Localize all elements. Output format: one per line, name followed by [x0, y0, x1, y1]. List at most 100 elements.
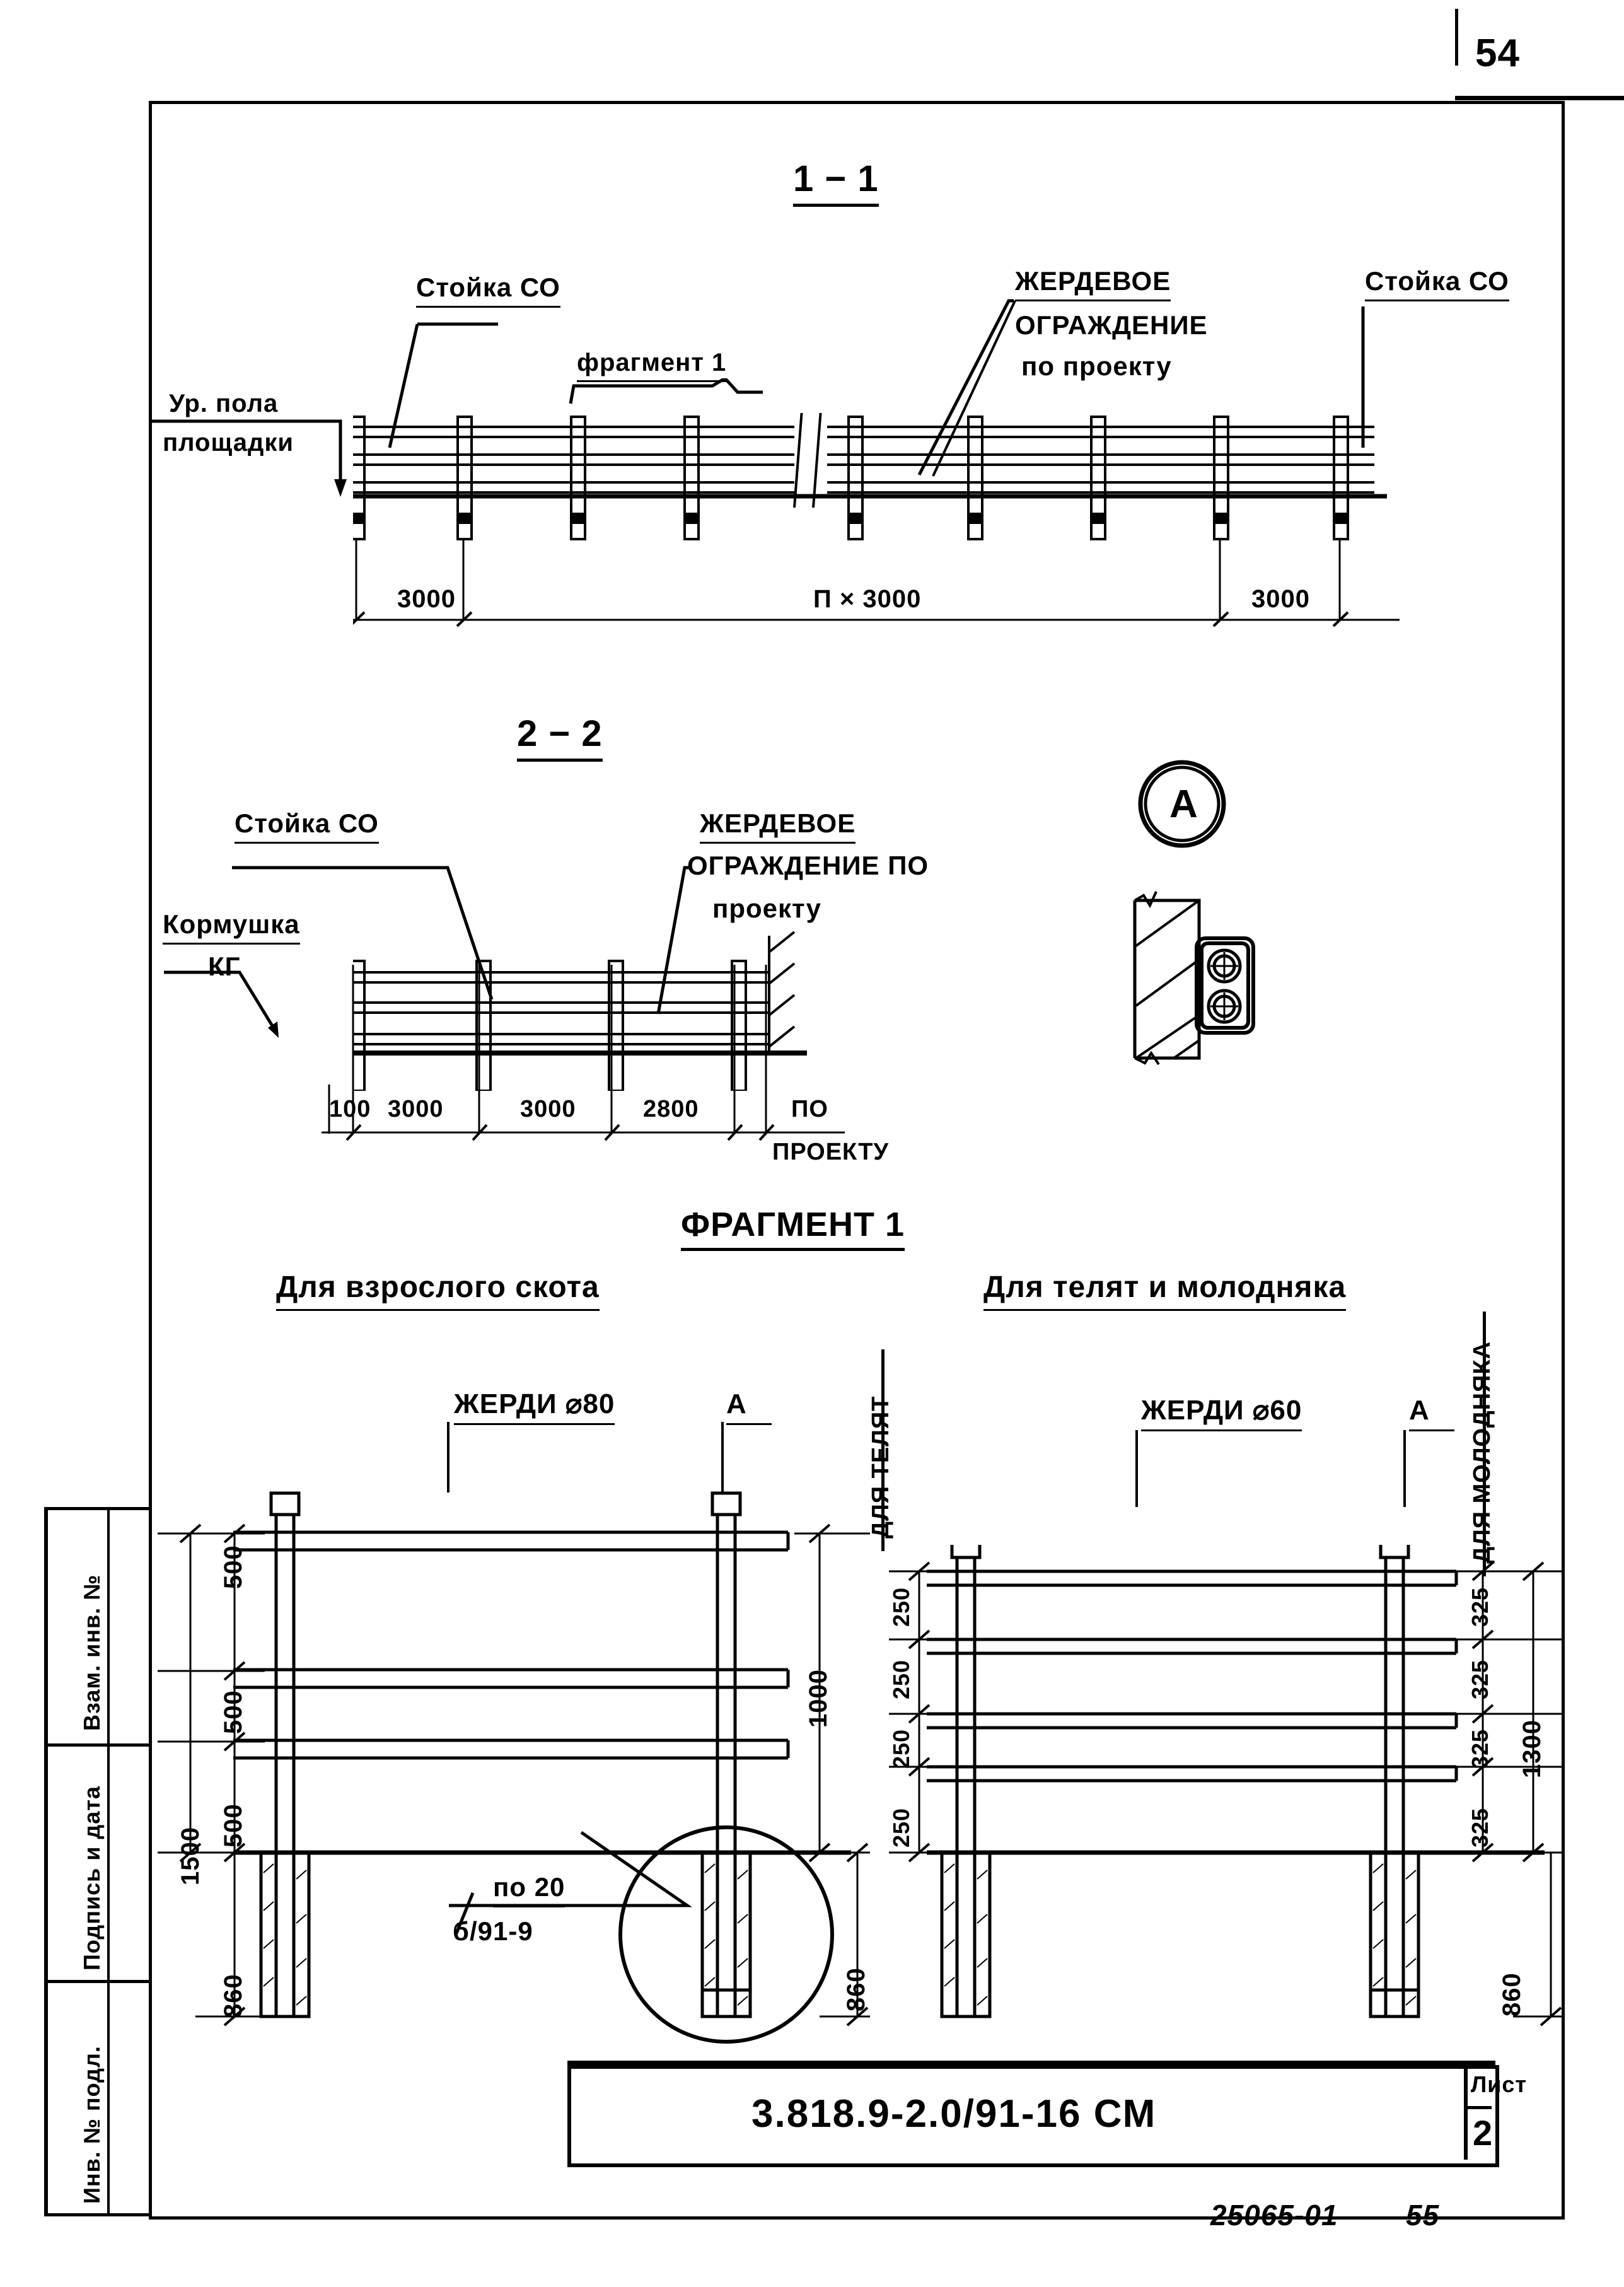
sidebar-div-1 — [44, 1507, 150, 1510]
fragment-right-dim-left-0: 250 — [888, 1586, 914, 1627]
section-1-1-dim-middle: П × 3000 — [813, 585, 922, 613]
fragment-left-dim-total: 1500 — [177, 1827, 204, 1885]
fragment-title: ФРАГМЕНТ 1 — [681, 1208, 905, 1251]
section-1-1-fragment-leader — [569, 378, 763, 404]
section-1-1-fence-leader-2 — [932, 300, 1016, 477]
section-1-1-post-left-label: Стойка СО — [416, 274, 560, 308]
section-1-1-fragment-label: фрагмент 1 — [577, 350, 727, 382]
fragment-right-dim-right-3: 325 — [1467, 1807, 1493, 1848]
section-2-2-fence-label-l2: ОГРАЖДЕНИЕ ПО — [687, 851, 929, 880]
fragment-right-telyat-bracket — [881, 1349, 884, 1551]
detail-a-bubble — [1138, 760, 1226, 848]
fragment-left-dim-step-1: 500 — [219, 1690, 247, 1734]
section-2-2-fence-drawing — [353, 931, 807, 1091]
sidebar-div-4 — [44, 2213, 150, 2216]
sheet-bottom-code: 25065-01 — [1210, 2199, 1338, 2232]
fragment-right-right-dimensions — [1456, 1561, 1563, 2027]
section-1-1-post-right-leader — [1361, 306, 1365, 448]
section-2-2-fence-leader — [656, 866, 692, 1015]
section-2-2-dim-3: 2800 — [643, 1096, 699, 1122]
title-block-code: 3.818.9-2.0/91-16 СМ — [751, 2092, 1157, 2136]
detail-a-bubble-label: A — [1169, 783, 1198, 826]
section-2-2-feeder-label-l1: Кормушка — [163, 911, 300, 945]
sidebar-inner-line — [107, 1507, 110, 2213]
section-1-1-fence-label-l1: ЖЕРДЕВОЕ — [1015, 268, 1171, 301]
section-1-1-dim-left: 3000 — [397, 585, 456, 613]
sidebar-div-3 — [44, 1980, 150, 1983]
sidebar-item-zam-inv: Взам. инв. № — [79, 1574, 105, 1731]
fragment-right-dim-left-2: 250 — [888, 1728, 914, 1769]
sidebar-item-inv-podl: Инв. № подл. — [79, 2045, 105, 2204]
section-2-2-by-project-l1: ПО — [791, 1096, 828, 1122]
section-1-1-floor-leader — [151, 419, 347, 497]
section-2-2-dim-0: 100 — [329, 1096, 371, 1122]
title-block-divider — [1464, 2065, 1468, 2160]
section-2-2-feeder-label-l2: КГ — [208, 951, 241, 981]
fragment-left-heading: Для взрослого скота — [276, 1272, 600, 1311]
section-2-2-feeder-leader — [164, 970, 279, 1038]
fragment-left-dim-embed: 860 — [219, 1974, 247, 2018]
section-1-1-fence-leader — [917, 299, 1014, 476]
fragment-left-note-l1: по 20 — [493, 1874, 566, 1907]
sheet-corner-number: 54 — [1475, 32, 1520, 75]
section-1-1-title: 1 − 1 — [793, 161, 879, 207]
section-1-1-dim-right: 3000 — [1251, 585, 1310, 613]
fragment-right-dim-left-3: 250 — [888, 1807, 914, 1848]
fragment-left-note-leader — [449, 1830, 693, 1934]
fragment-right-vertical-left-label: ДЛЯ ТЕЛЯТ — [867, 1395, 894, 1539]
fragment-left-dim-step-0: 500 — [219, 1545, 247, 1589]
detail-a-connection-drawing — [1133, 891, 1255, 1066]
fragment-left-rail-leader — [447, 1422, 450, 1493]
fragment-right-dim-right-1: 325 — [1467, 1659, 1493, 1699]
section-2-2-post-label: Стойка СО — [235, 810, 379, 844]
section-2-2-fence-label-l3: проекту — [712, 893, 822, 923]
fragment-right-rail-label: ЖЕРДИ ⌀60 — [1141, 1397, 1302, 1431]
section-2-2-dim-1: 3000 — [388, 1096, 444, 1122]
fragment-right-dim-embed: 860 — [1498, 1972, 1526, 2016]
fragment-left-dimensions — [158, 1523, 265, 2027]
sidebar-div-2 — [44, 1743, 150, 1747]
fragment-left-section-mark: A — [726, 1390, 772, 1425]
fragment-left-right-dimensions — [794, 1523, 870, 2027]
section-2-2-by-project-l2: ПРОЕКТУ — [772, 1139, 890, 1165]
section-2-2-post-leader — [232, 866, 494, 1000]
fragment-left-dim-step-2: 500 — [219, 1803, 247, 1848]
fragment-right-vertical-right-label: ДЛЯ МОЛОДНЯКА — [1469, 1341, 1495, 1564]
fragment-left-dim-right: 1000 — [804, 1669, 832, 1728]
sidebar-item-podpis-data: Подпись и дата — [79, 1786, 105, 1970]
fragment-right-section-leader — [1403, 1430, 1406, 1507]
fragment-right-molodnyaka-bracket — [1483, 1312, 1486, 1576]
section-1-1-fence-drawing — [353, 413, 1387, 540]
title-block-list-label: Лист — [1471, 2071, 1528, 2097]
title-block-list-number: 2 — [1473, 2113, 1494, 2153]
section-2-2-title: 2 − 2 — [517, 716, 603, 762]
fragment-left-rail-label: ЖЕРДИ ⌀80 — [454, 1390, 615, 1425]
fragment-left-dim-embed-right: 860 — [842, 1967, 870, 2011]
fragment-left-drawing — [233, 1491, 851, 2044]
fragment-right-drawing — [927, 1545, 1545, 2018]
title-block-list-divider — [1464, 2106, 1492, 2109]
title-block — [567, 2065, 1499, 2167]
title-block-top-thick — [567, 2061, 1495, 2066]
fragment-right-left-dimensions — [889, 1561, 958, 1863]
section-1-1-floor-label-l2: площадки — [163, 429, 294, 457]
drawing-frame — [149, 101, 1565, 2220]
fragment-right-dim-total: 1300 — [1518, 1720, 1546, 1778]
section-1-1-dimension-chain — [353, 539, 1400, 627]
fragment-right-dim-right-2: 325 — [1467, 1728, 1493, 1769]
fragment-right-rail-leader — [1135, 1430, 1138, 1507]
corner-rule-vertical — [1455, 9, 1458, 66]
section-2-2-dimension-chain — [322, 965, 845, 1141]
fragment-right-dim-left-1: 250 — [888, 1659, 914, 1699]
fragment-right-heading: Для телят и молодняка — [983, 1272, 1347, 1311]
fragment-left-section-leader — [721, 1422, 724, 1493]
fragment-right-dim-right-0: 325 — [1467, 1586, 1493, 1627]
section-1-1-fence-label-l2: ОГРАЖДЕНИЕ — [1015, 310, 1208, 340]
fragment-left-note-l2: б/91-9 — [453, 1916, 533, 1946]
section-2-2-fence-label-l1: ЖЕРДЕВОЕ — [700, 810, 856, 844]
section-1-1-post-right-label: Стойка СО — [1365, 268, 1509, 301]
fragment-right-section-mark: A — [1409, 1397, 1454, 1431]
sheet-bottom-page: 55 — [1406, 2199, 1440, 2232]
section-2-2-dim-2: 3000 — [520, 1096, 576, 1122]
